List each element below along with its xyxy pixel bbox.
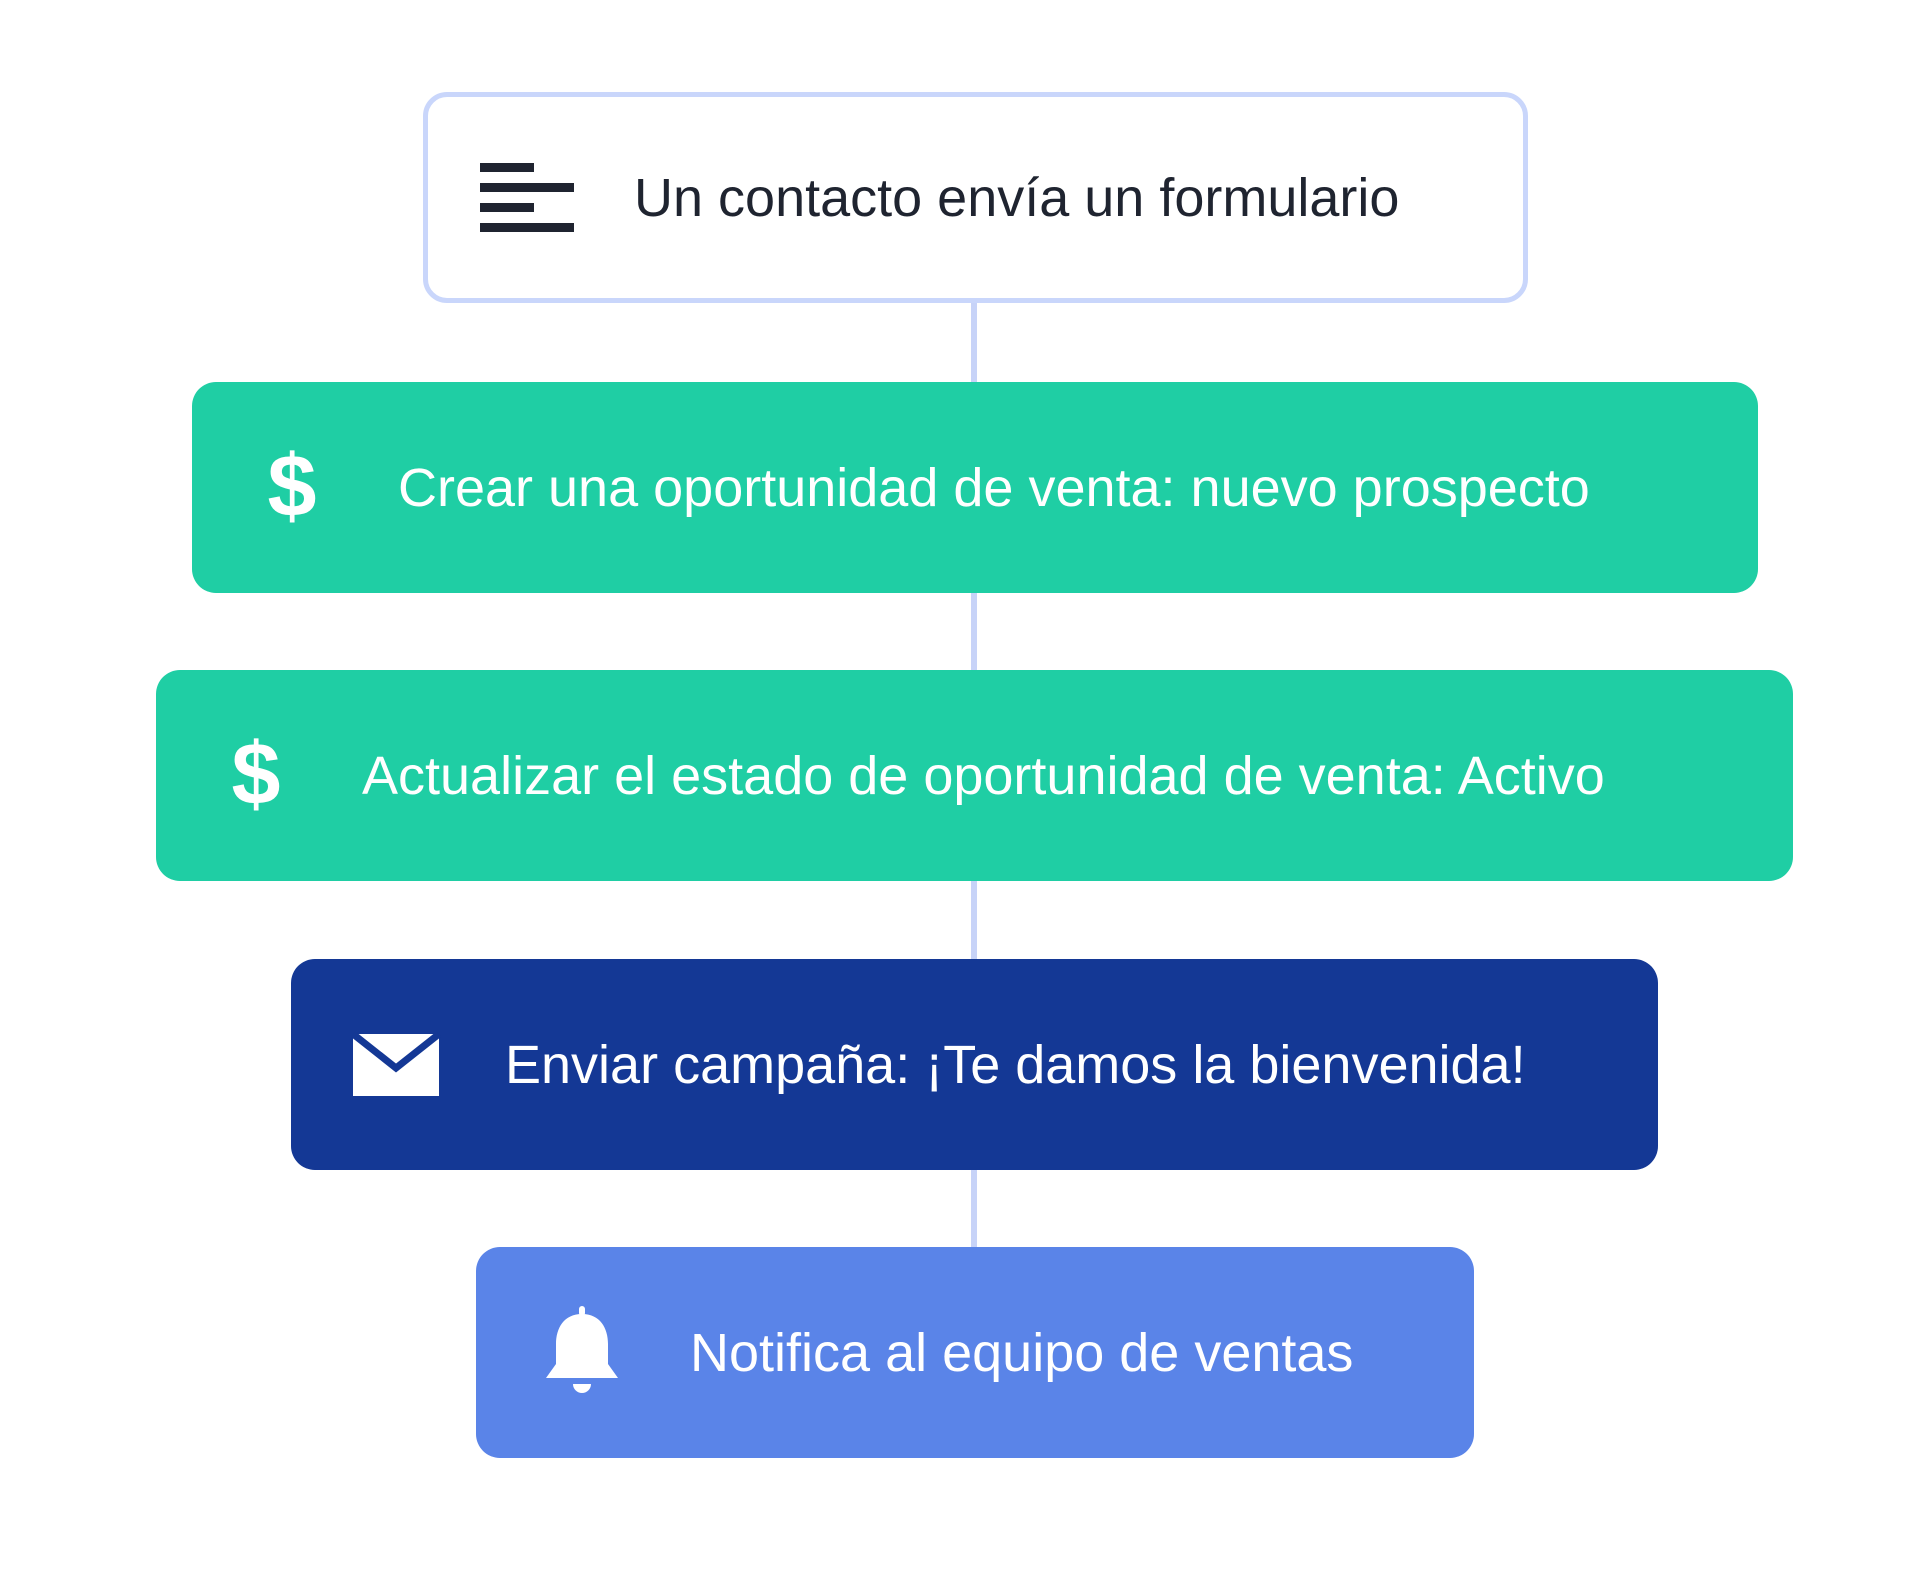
- svg-text:$: $: [232, 734, 281, 818]
- connector-line: [971, 593, 977, 670]
- step-label: Enviar campaña: ¡Te damos la bienvenida!: [505, 1034, 1526, 1095]
- workflow-step-notify-sales[interactable]: Notifica al equipo de ventas: [476, 1247, 1474, 1458]
- dollar-icon: $: [228, 734, 284, 818]
- bell-icon: [542, 1305, 622, 1400]
- workflow-step-update-deal-status[interactable]: $ Actualizar el estado de oportunidad de…: [156, 670, 1793, 881]
- connector-line: [971, 303, 977, 382]
- trigger-label: Un contacto envía un formulario: [634, 167, 1400, 228]
- workflow-step-send-campaign[interactable]: Enviar campaña: ¡Te damos la bienvenida!: [291, 959, 1658, 1170]
- step-label: Actualizar el estado de oportunidad de v…: [362, 745, 1605, 806]
- connector-line: [971, 881, 977, 959]
- dollar-icon: $: [264, 446, 320, 530]
- svg-text:$: $: [268, 446, 317, 530]
- step-label: Notifica al equipo de ventas: [690, 1322, 1354, 1383]
- connector-line: [971, 1170, 977, 1247]
- workflow-trigger-node[interactable]: Un contacto envía un formulario: [423, 92, 1528, 303]
- workflow-step-create-deal[interactable]: $ Crear una oportunidad de venta: nuevo …: [192, 382, 1758, 593]
- envelope-icon: [349, 1030, 443, 1100]
- form-lines-icon: [480, 162, 574, 233]
- step-label: Crear una oportunidad de venta: nuevo pr…: [398, 457, 1590, 518]
